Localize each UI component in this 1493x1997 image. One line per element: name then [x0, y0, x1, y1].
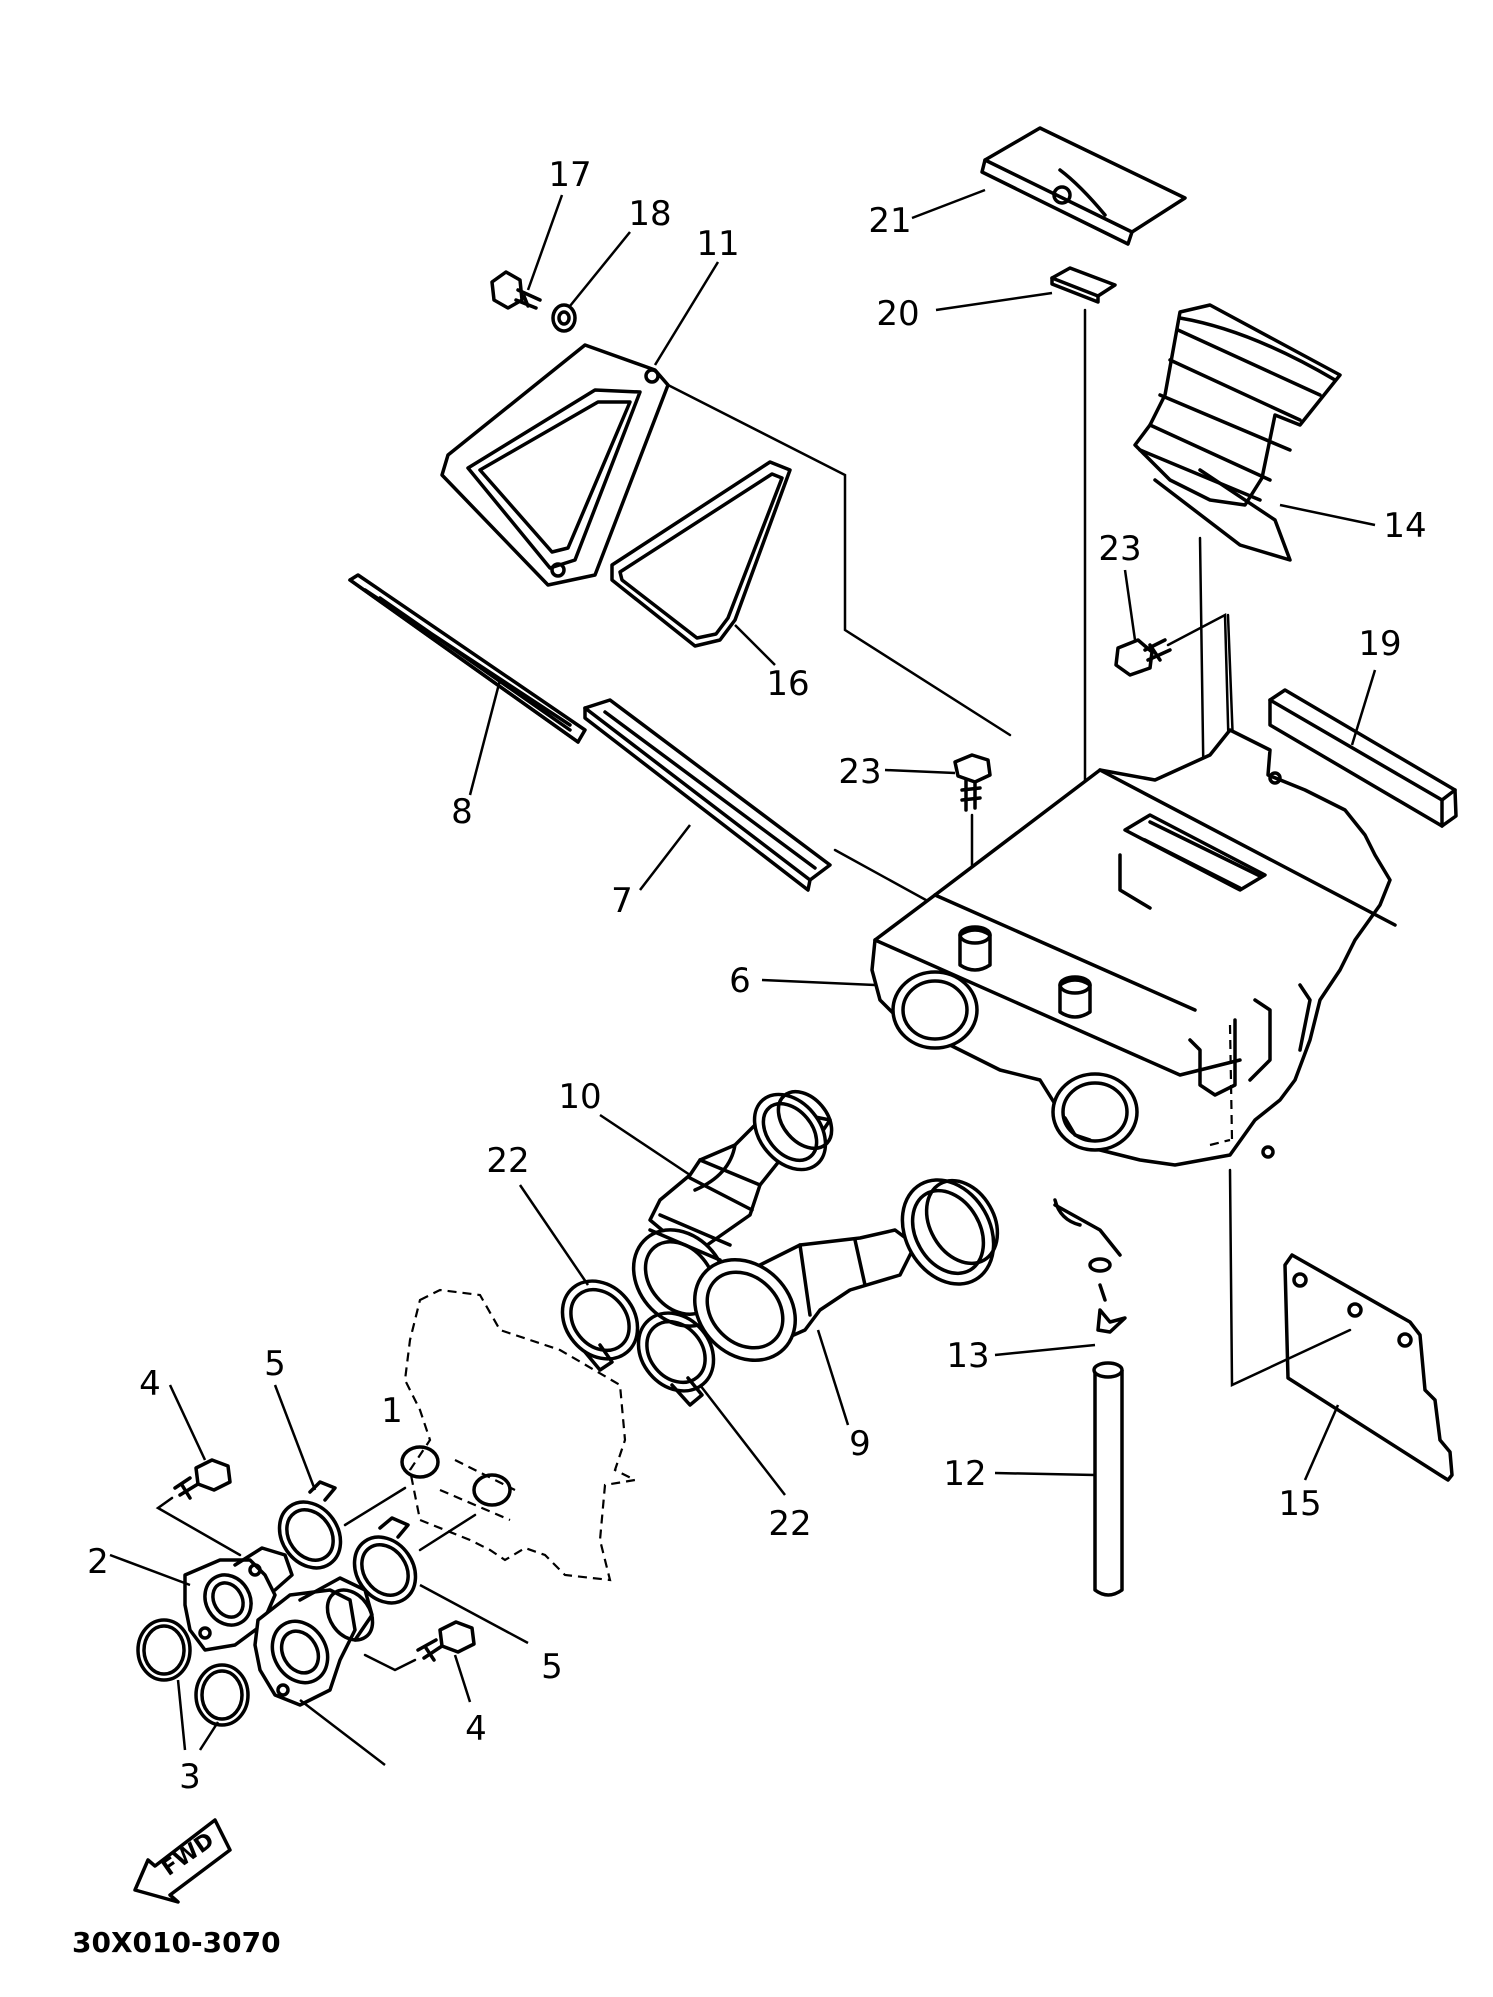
callout-2: 2 [87, 1542, 109, 1582]
part-2-joint [183, 1546, 294, 1652]
part-14-duct [1133, 303, 1342, 562]
callout-23b: 23 [838, 752, 881, 792]
part-23-bolt-upper [1114, 638, 1172, 677]
callout-4a: 4 [139, 1364, 161, 1404]
callout-1: 1 [381, 1391, 403, 1431]
part-23-bolt-lower [953, 753, 992, 812]
part-1-joint [253, 1576, 375, 1707]
part-13-clip [1096, 1283, 1127, 1334]
part-21-cover [980, 126, 1187, 246]
part-5-clamp-left [277, 1480, 343, 1570]
callout-15: 15 [1278, 1484, 1321, 1524]
part-7-element [583, 698, 832, 892]
part-6-airbox [870, 728, 1397, 1273]
part-22-clamp-left [560, 1279, 640, 1372]
callout-5b: 5 [541, 1647, 563, 1687]
carburetor-outline [400, 1288, 639, 1582]
part-9-elbow [693, 1178, 1000, 1362]
callout-6: 6 [729, 961, 751, 1001]
callout-22a: 22 [486, 1141, 529, 1181]
part-15-plate [1283, 1253, 1454, 1482]
callout-10: 10 [558, 1077, 601, 1117]
callout-9: 9 [849, 1424, 871, 1464]
part-5-clamp-right [352, 1516, 418, 1605]
part-17-bolt [490, 270, 542, 310]
fwd-arrow: FWD [133, 1818, 232, 1904]
callout-7: 7 [611, 881, 633, 921]
part-20-pad [1050, 266, 1117, 304]
callout-18: 18 [628, 194, 671, 234]
part-4-bolt-upper [173, 1458, 232, 1500]
part-12-hose [1092, 1361, 1124, 1597]
callout-4b: 4 [465, 1709, 487, 1749]
part-3-o-rings [136, 1618, 250, 1727]
callout-14: 14 [1383, 506, 1426, 546]
callout-23a: 23 [1098, 529, 1141, 569]
callout-3: 3 [179, 1757, 201, 1797]
part-18-washer [551, 303, 577, 333]
part-22-clamp-right [636, 1311, 716, 1407]
callout-16: 16 [766, 664, 809, 704]
callout-21: 21 [868, 201, 911, 241]
part-16-gasket [610, 460, 792, 648]
callout-8: 8 [451, 792, 473, 832]
callout-11: 11 [696, 224, 739, 264]
callout-12: 12 [943, 1454, 986, 1494]
diagram-code: 30X010-3070 [72, 1926, 281, 1959]
part-8-element [348, 573, 587, 744]
callout-13: 13 [946, 1336, 989, 1376]
callout-22b: 22 [768, 1504, 811, 1544]
part-19-strip [1268, 688, 1458, 828]
part-11-frame [440, 343, 670, 587]
callout-17: 17 [548, 155, 591, 195]
callout-19: 19 [1358, 624, 1401, 664]
part-4-bolt-lower [416, 1620, 476, 1662]
callout-5a: 5 [264, 1344, 286, 1384]
callout-20: 20 [876, 294, 919, 334]
